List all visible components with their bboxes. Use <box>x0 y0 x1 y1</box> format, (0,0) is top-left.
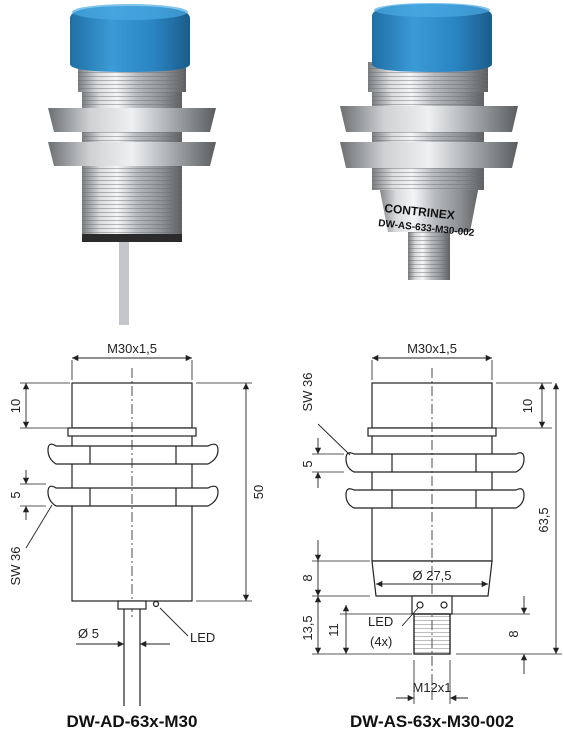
left-cap-height-label: 10 <box>8 399 23 413</box>
right-length-label: 63,5 <box>536 507 551 532</box>
m12-connector-outline <box>413 613 451 655</box>
collar-outline <box>371 560 493 597</box>
left-caption: DW-AD-63x-M30 <box>67 712 198 731</box>
hex-nut-1 <box>340 106 518 132</box>
right-collar-dia-label: Ø 27,5 <box>412 568 451 583</box>
cable <box>119 235 129 325</box>
left-thread-label: M30x1,5 <box>107 341 157 356</box>
hex-nut-2 <box>48 142 216 166</box>
right-connector-len-label: 11 <box>326 623 341 637</box>
left-technical-drawing <box>20 354 252 706</box>
left-wrench-label: SW 36 <box>8 546 23 585</box>
blue-sensor-cap <box>372 4 492 72</box>
left-nut-label: 5 <box>8 491 23 498</box>
right-caption: DW-AS-63x-M30-002 <box>350 712 514 731</box>
hex-nut-2-outline <box>47 485 219 507</box>
led-marker <box>416 601 424 609</box>
left-cable-dia-label: Ø 5 <box>78 626 99 641</box>
led-marker <box>152 600 160 608</box>
right-wrench-label: SW 36 <box>300 372 315 411</box>
hex-nut-1 <box>48 108 216 132</box>
blue-sensor-cap <box>70 6 190 72</box>
left-led-label: LED <box>190 630 215 645</box>
hex-nut-1-outline <box>345 452 525 473</box>
right-led-label: LED <box>368 614 393 629</box>
right-technical-drawing <box>312 354 562 704</box>
photo-left-sensor <box>48 4 216 325</box>
left-length-label: 50 <box>251 485 266 499</box>
right-cap-height-label: 10 <box>520 399 535 413</box>
right-connector-thread-label: M12x1 <box>412 680 451 695</box>
photo-right-sensor: CONTRINEX DW-AS-633-M30-002 <box>340 3 518 280</box>
right-pin-len-label: 8 <box>506 630 521 637</box>
right-nut-label: 5 <box>300 460 315 467</box>
right-connector-total-label: 13,5 <box>300 615 315 640</box>
right-thread-label: M30x1,5 <box>407 341 457 356</box>
right-led-count-label: (4x) <box>370 634 392 649</box>
hex-nut-2 <box>340 142 518 168</box>
hex-nut-1-outline <box>47 443 219 465</box>
hex-nut-2-outline <box>345 488 525 509</box>
right-collar-height-label: 8 <box>300 574 315 581</box>
